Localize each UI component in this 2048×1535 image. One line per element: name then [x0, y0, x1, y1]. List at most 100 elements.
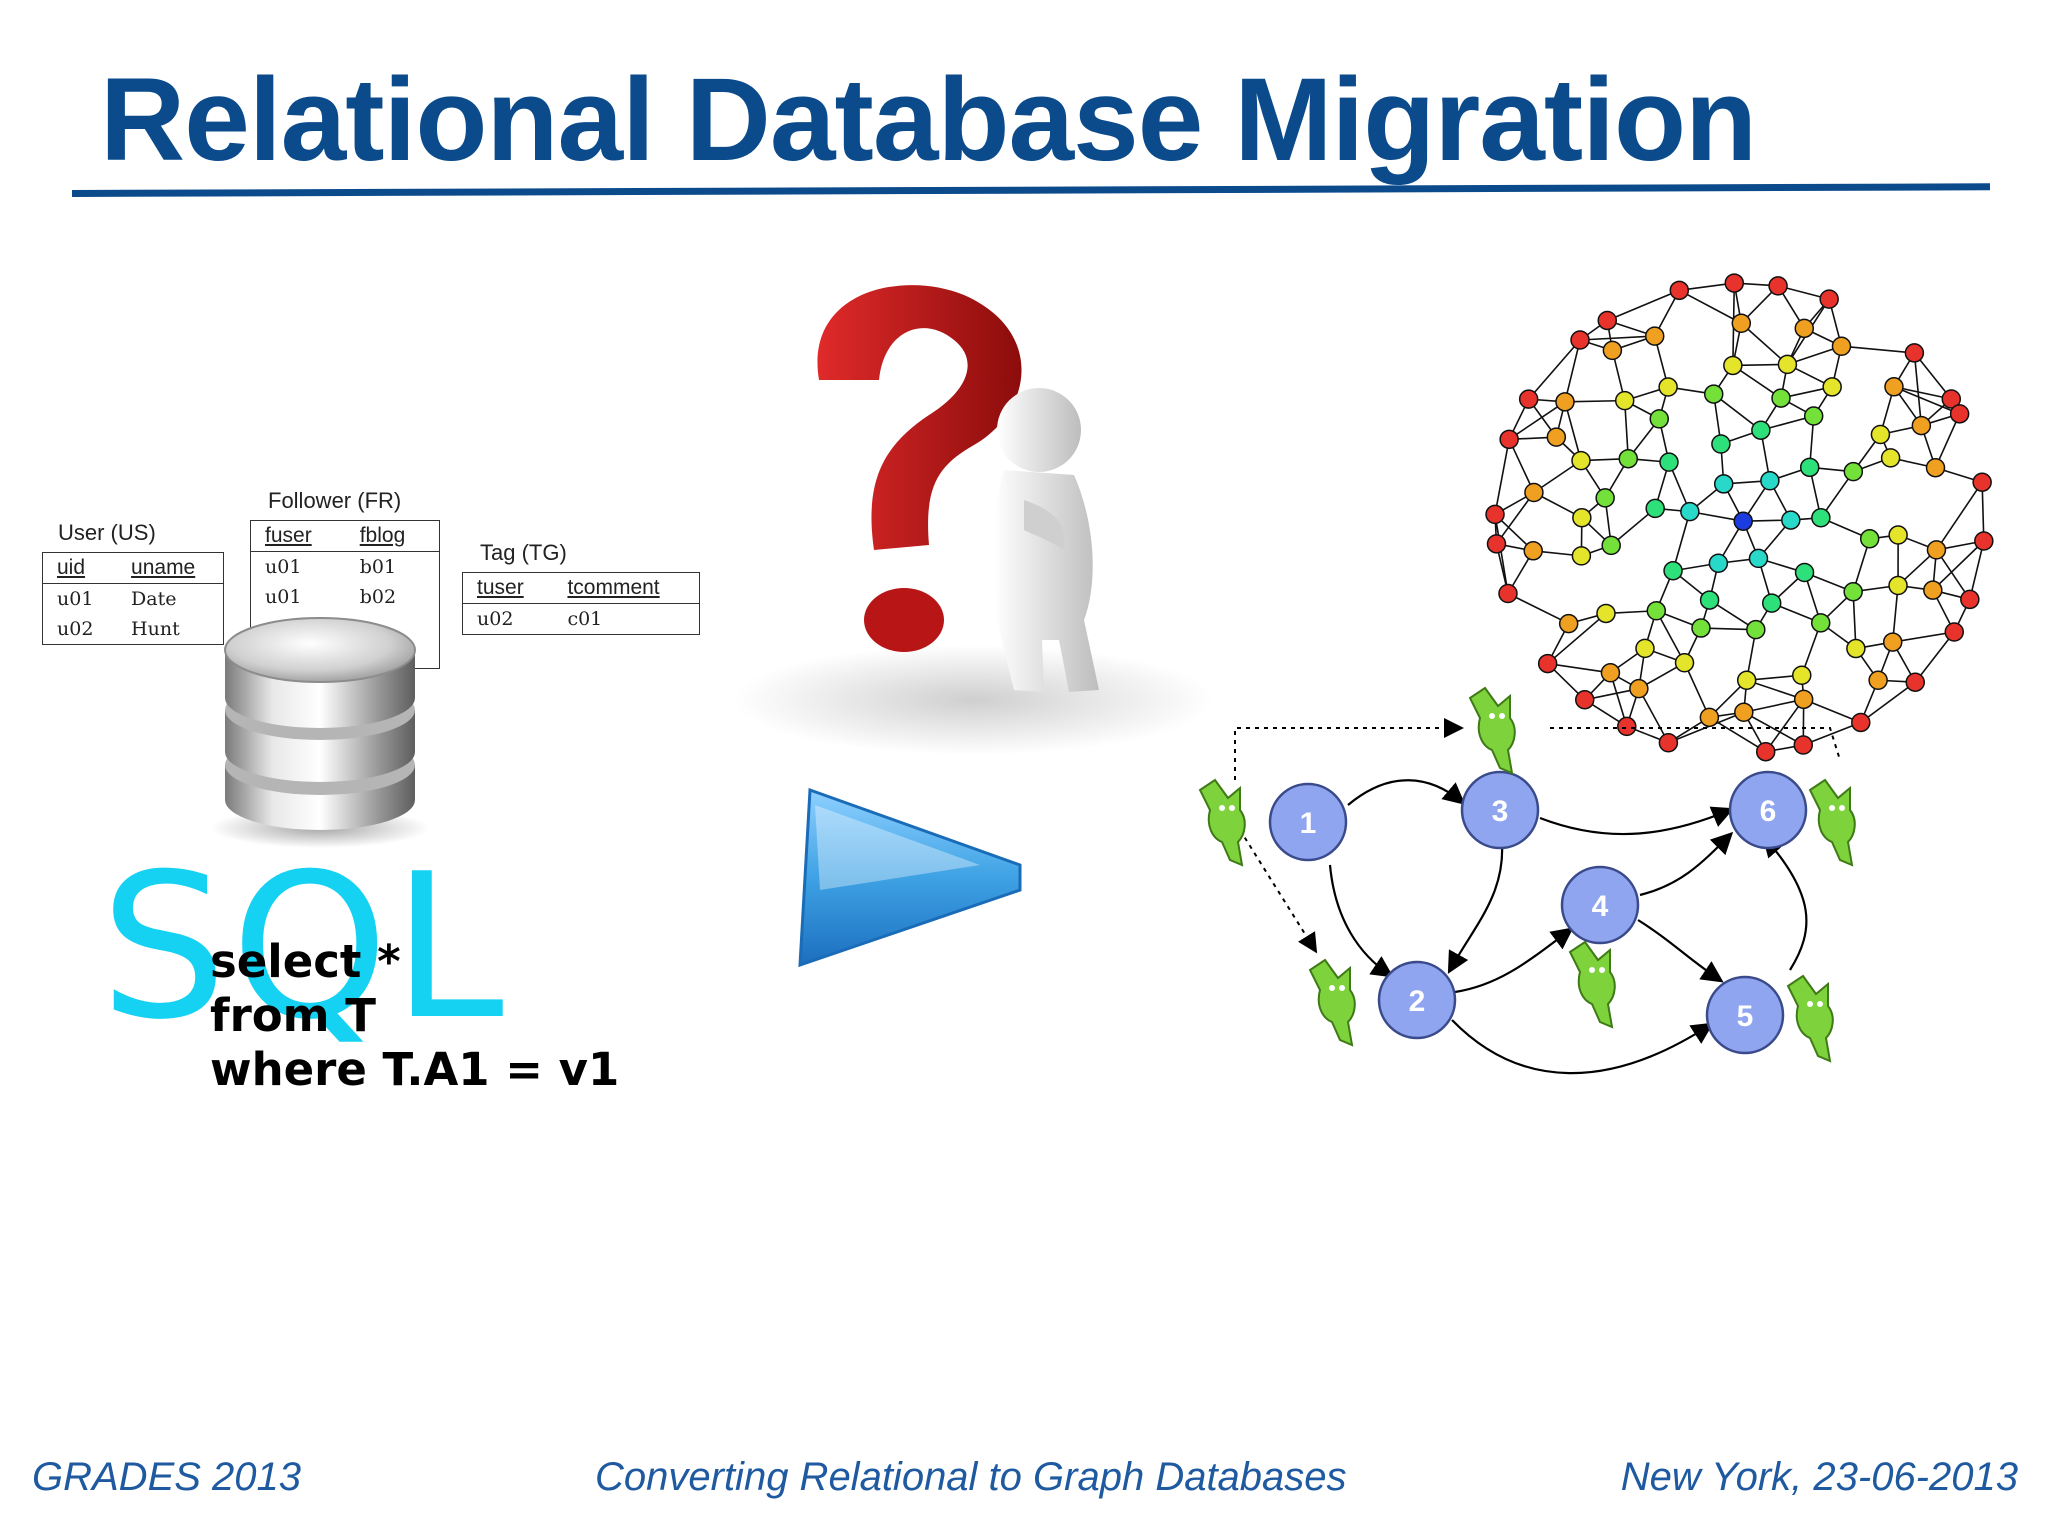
network-node — [1734, 702, 1754, 722]
network-edge — [1678, 289, 1742, 324]
table-cell: u02 — [57, 618, 94, 640]
network-edge — [1969, 540, 1985, 600]
network-edge — [1860, 681, 1916, 724]
network-edge — [1914, 631, 1955, 683]
sql-line: where T.A1 = v1 — [210, 1043, 620, 1096]
network-node — [1708, 553, 1729, 573]
user-table-grid: uid uname u01 Date u02 Hunt — [42, 552, 224, 645]
table-cell: b02 — [359, 586, 397, 608]
network-node — [1941, 389, 1962, 409]
network-node — [1635, 638, 1655, 659]
network-edge — [1508, 401, 1566, 440]
graph-edge — [1447, 841, 1504, 974]
network-node — [1793, 735, 1814, 755]
user-table-caption: User (US) — [58, 520, 156, 545]
network-edge — [1803, 698, 1862, 724]
network-node — [1663, 560, 1683, 581]
troll-icon — [1468, 686, 1516, 775]
network-node — [1736, 670, 1757, 691]
network-node — [1644, 326, 1665, 346]
table-row: u02 Hunt — [43, 614, 224, 645]
table-header: tcomment — [553, 572, 700, 604]
network-node — [1793, 689, 1814, 710]
network-edge — [1638, 688, 1670, 744]
network-node — [1618, 448, 1639, 469]
network-node — [1888, 575, 1908, 596]
network-node — [1882, 632, 1903, 652]
graph-edge — [1762, 834, 1808, 971]
network-node — [1768, 276, 1788, 296]
graph-node: 2 — [1377, 960, 1457, 1040]
network-node — [1755, 741, 1776, 762]
network-node — [1711, 434, 1731, 454]
network-node — [1669, 280, 1690, 301]
table-cell: Date — [131, 588, 177, 610]
network-edge — [1841, 345, 1915, 354]
network-node — [1803, 406, 1824, 426]
network-node — [1546, 427, 1567, 447]
network-node — [1851, 712, 1871, 733]
footer-conference: GRADES 2013 — [32, 1455, 302, 1499]
network-edge — [1547, 662, 1611, 674]
network-node — [1597, 310, 1618, 331]
table-cell: u01 — [265, 556, 302, 578]
svg-text:3: 3 — [1492, 795, 1509, 828]
network-edge — [1935, 549, 1971, 600]
network-node — [1518, 389, 1539, 409]
network-edge — [1913, 352, 1952, 400]
follower-table-grid: fuser fblog u01 b01 u01 b02 — [250, 520, 440, 669]
tag-table-grid: tuser tcomment u02 c01 — [462, 572, 700, 635]
network-node — [1799, 457, 1820, 478]
table-cell: u01 — [57, 588, 94, 610]
network-node — [1794, 562, 1815, 583]
network-node — [1733, 511, 1753, 531]
dashed-link — [1550, 727, 1841, 761]
network-edge — [1672, 511, 1691, 571]
network-edge — [1740, 322, 1788, 366]
network-node — [1884, 377, 1904, 397]
table-cell: b01 — [359, 556, 397, 578]
table-cell: u02 — [477, 608, 514, 630]
network-edge — [1765, 698, 1805, 753]
table-row: u01 b02 — [251, 582, 440, 612]
follower-table-caption: Follower (FR) — [268, 488, 402, 513]
network-node — [1972, 472, 1992, 492]
sql-logo-text: SQL — [100, 831, 508, 1064]
graph-edge — [1451, 1019, 1714, 1075]
network-node — [1485, 504, 1505, 525]
dashed-link — [1234, 718, 1464, 780]
network-node — [1498, 583, 1518, 604]
network-node — [1699, 590, 1720, 610]
network-node — [1646, 601, 1667, 621]
network-node — [1794, 318, 1815, 339]
network-graph — [1485, 273, 1994, 762]
network-node — [1680, 501, 1700, 522]
question-mark-figure-icon — [734, 285, 1214, 755]
network-node — [1523, 541, 1543, 561]
user-table: User (US) uid uname u01 Date u02 Hunt — [42, 520, 224, 645]
network-node — [1819, 289, 1839, 309]
network-edge — [1507, 592, 1570, 625]
network-node — [1746, 619, 1766, 640]
network-node — [1859, 529, 1880, 549]
network-edge — [1913, 352, 1923, 426]
troll-icon — [1786, 974, 1834, 1063]
network-edge — [1743, 698, 1804, 714]
dashed-link — [1239, 829, 1318, 954]
table-header: fuser — [250, 520, 346, 552]
table-header: tuser — [462, 572, 554, 604]
network-node — [1570, 330, 1590, 350]
network-node — [1486, 534, 1507, 554]
network-node — [1751, 420, 1771, 440]
network-edge — [1743, 711, 1804, 746]
network-node — [1843, 461, 1864, 482]
troll-icon — [1568, 940, 1616, 1029]
network-edge — [1528, 339, 1581, 400]
network-node — [1777, 354, 1798, 375]
network-node — [1748, 548, 1769, 569]
network-node — [1649, 409, 1670, 429]
network-node — [1880, 448, 1901, 468]
follower-table: Follower (FR) fuser fblog u01 b01 u01 b0… — [250, 488, 440, 669]
tag-table: Tag (TG) tuser tcomment u02 c01 — [462, 540, 700, 635]
